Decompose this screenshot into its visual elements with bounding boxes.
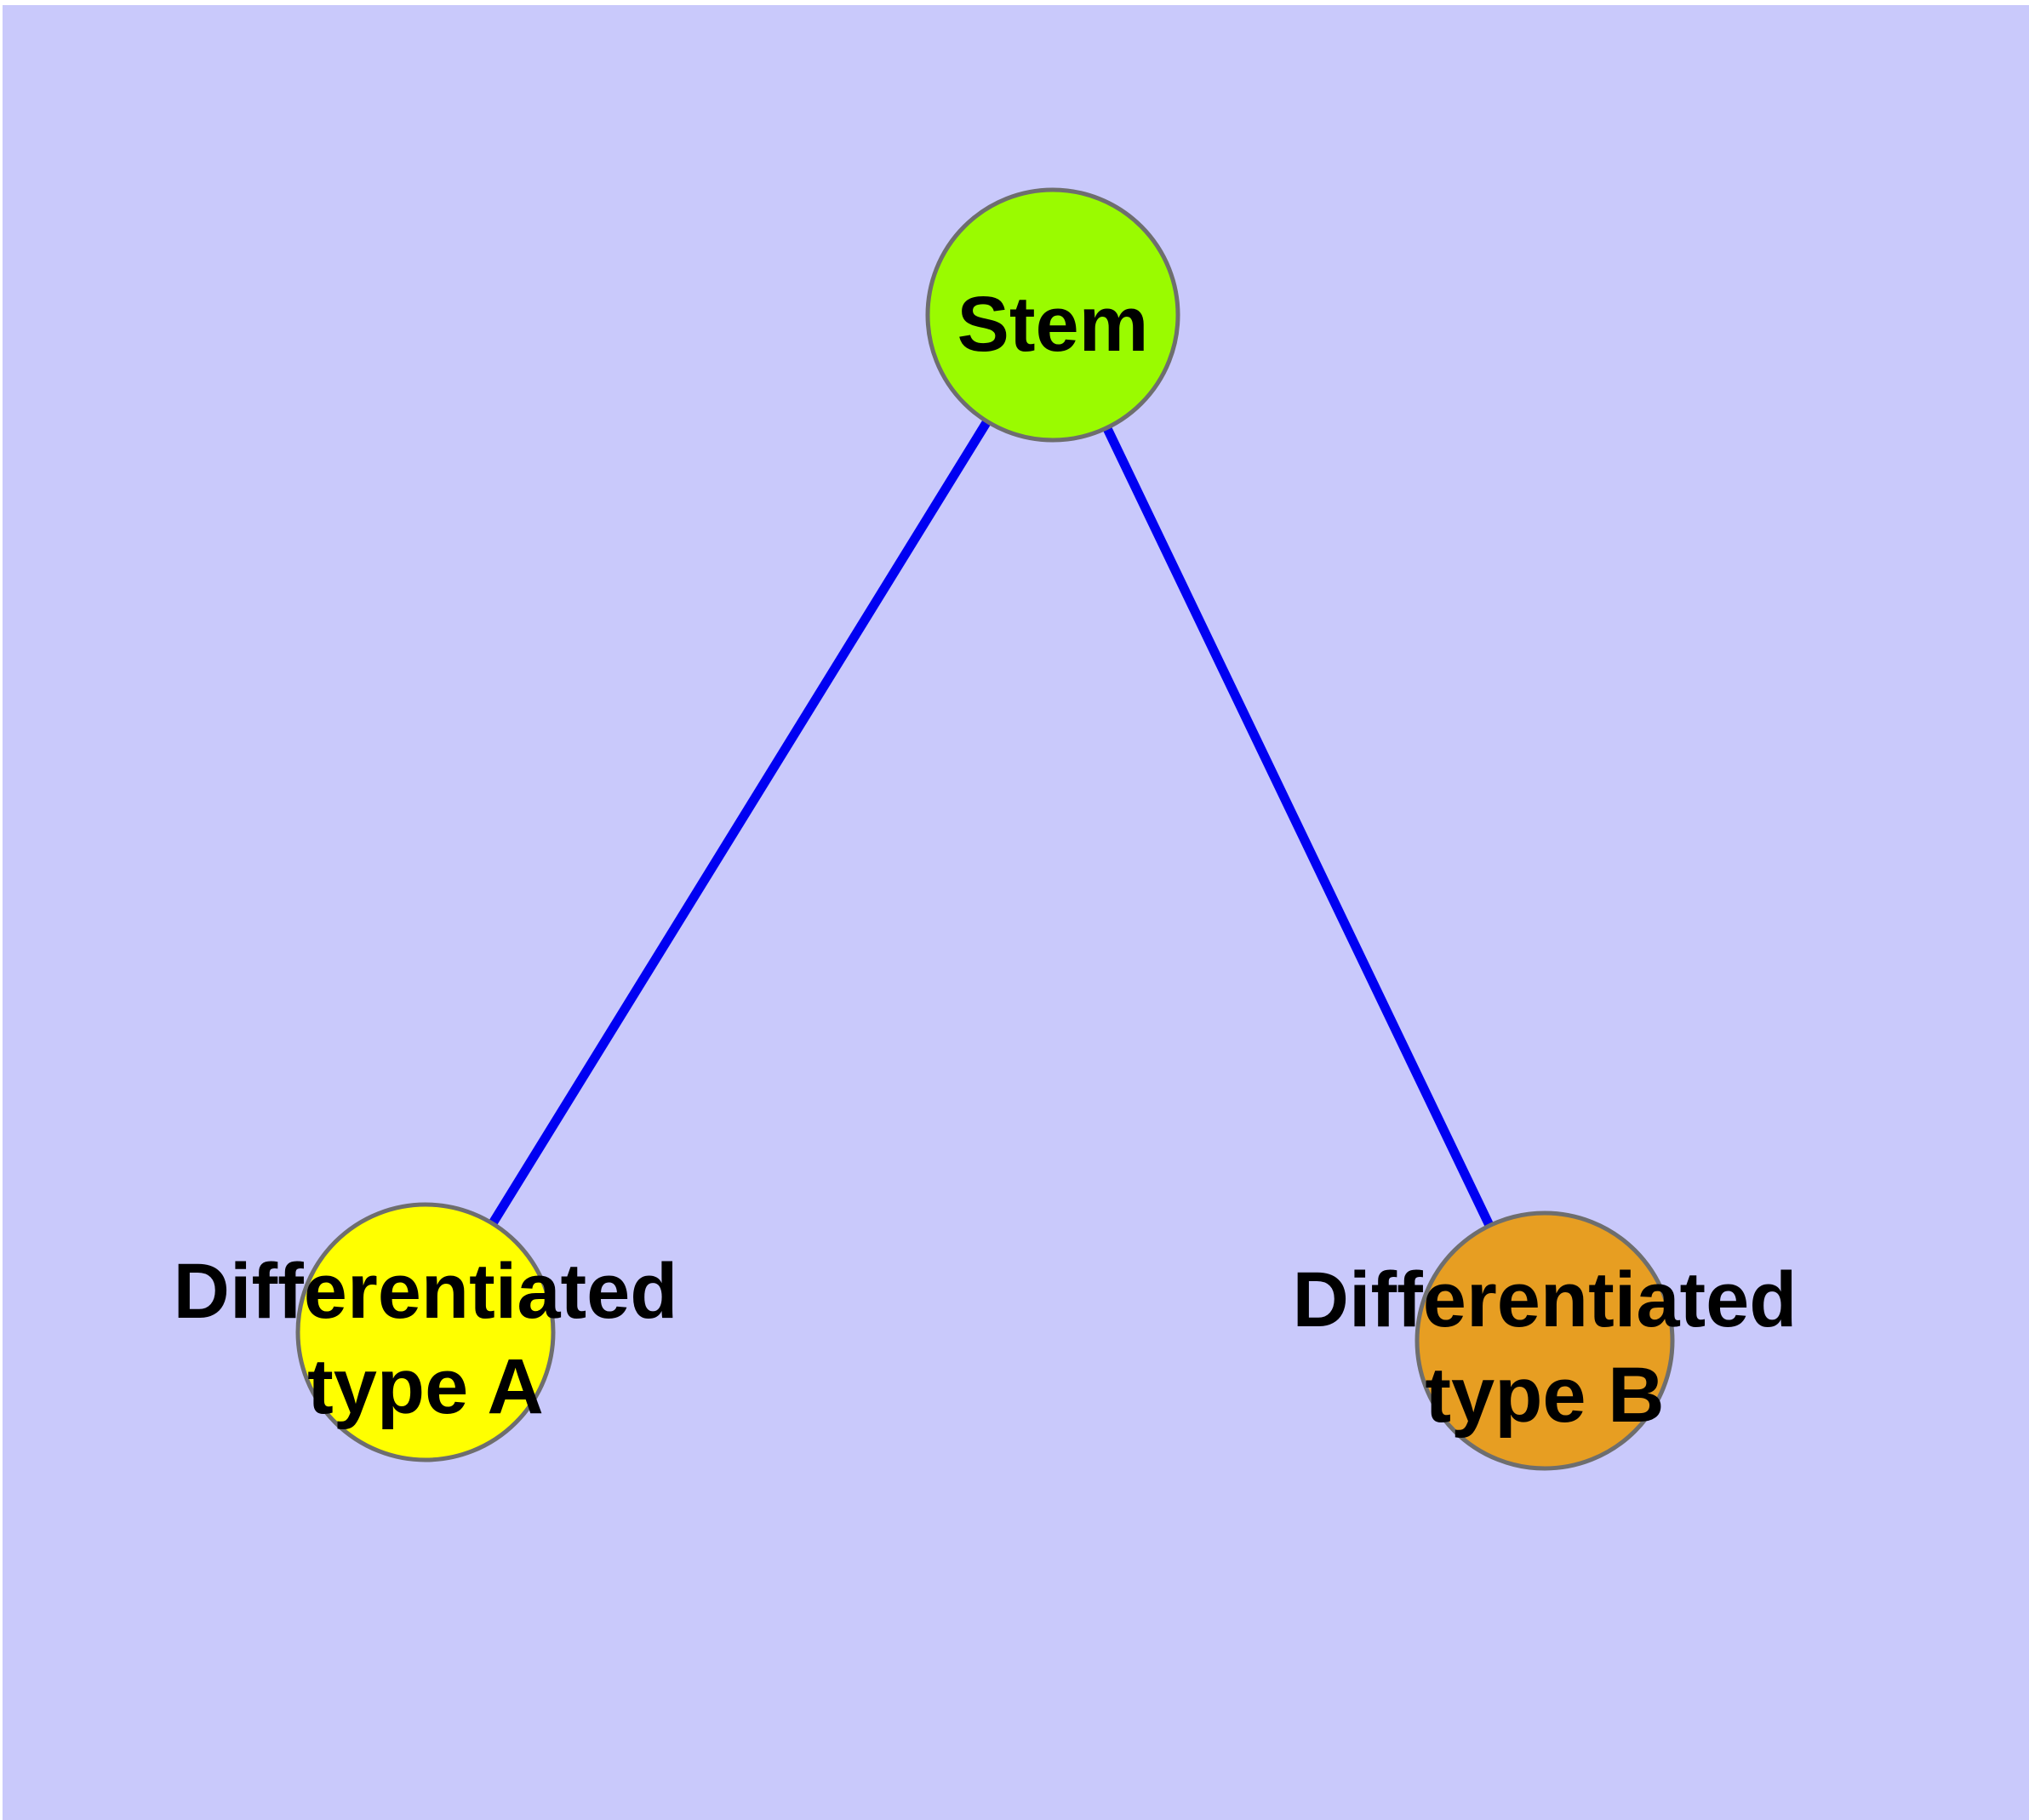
edge-stem-to-type-a <box>421 312 1057 1335</box>
node-label-line-type-b-0: Differentiated <box>1293 1256 1798 1343</box>
node-label-stem: Stem <box>957 281 1149 368</box>
node-circle-type-b <box>1415 1210 1675 1471</box>
node-label-line-stem-0: Stem <box>957 281 1149 368</box>
node-label-type-b: Differentiated type B <box>1293 1256 1798 1439</box>
node-circle-type-a <box>295 1202 556 1462</box>
edge-stem-to-type-b <box>1049 312 1549 1343</box>
node-label-line-type-a-0: Differentiated <box>174 1248 678 1335</box>
node-circle-stem <box>925 187 1180 443</box>
node-label-line-type-b-1: type B <box>1425 1352 1664 1439</box>
node-label-line-type-a-1: type A <box>307 1343 544 1430</box>
